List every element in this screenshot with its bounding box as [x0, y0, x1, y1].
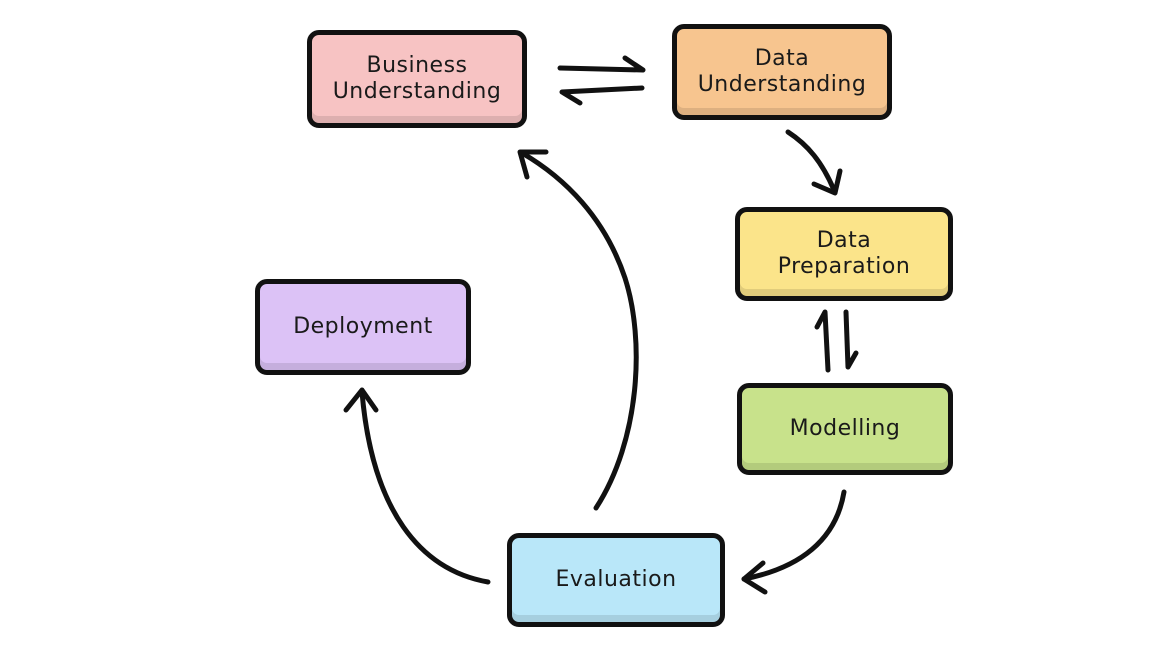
stage-label: Deployment [293, 314, 433, 339]
stage-data-preparation: Data Preparation [735, 207, 953, 301]
stage-data-understanding: Data Understanding [672, 24, 892, 120]
stage-label: Business Understanding [332, 53, 502, 104]
edge-evaluation-deployment [343, 387, 491, 585]
edge-evaluation-business [517, 149, 639, 511]
curved-arrow [785, 129, 837, 193]
harpoon-arrow-down [843, 309, 859, 370]
stage-deployment: Deployment [255, 279, 471, 375]
harpoon-arrow-left [559, 85, 645, 106]
edge-data-understanding-data-preparation [785, 129, 843, 196]
arrowhead [811, 168, 843, 196]
edge-data-preparation-modelling [814, 309, 859, 373]
stage-label: Modelling [789, 416, 901, 441]
stage-label: Evaluation [555, 567, 677, 592]
stage-label: Data Preparation [777, 228, 911, 279]
arrowhead [517, 149, 549, 180]
stage-business-understanding: Business Understanding [307, 30, 527, 128]
harpoon-arrow-up [814, 309, 831, 373]
stage-evaluation: Evaluation [507, 533, 725, 627]
curved-arrow [519, 150, 639, 511]
arrowhead [741, 560, 768, 595]
edge-modelling-evaluation [741, 489, 847, 595]
curved-arrow [359, 389, 491, 585]
stage-modelling: Modelling [737, 383, 953, 475]
stage-label: Data Understanding [697, 46, 867, 97]
edge-business-data-understanding [557, 55, 646, 106]
curved-arrow [741, 489, 847, 582]
harpoon-arrow-right [557, 55, 646, 73]
arrowhead [343, 387, 379, 413]
